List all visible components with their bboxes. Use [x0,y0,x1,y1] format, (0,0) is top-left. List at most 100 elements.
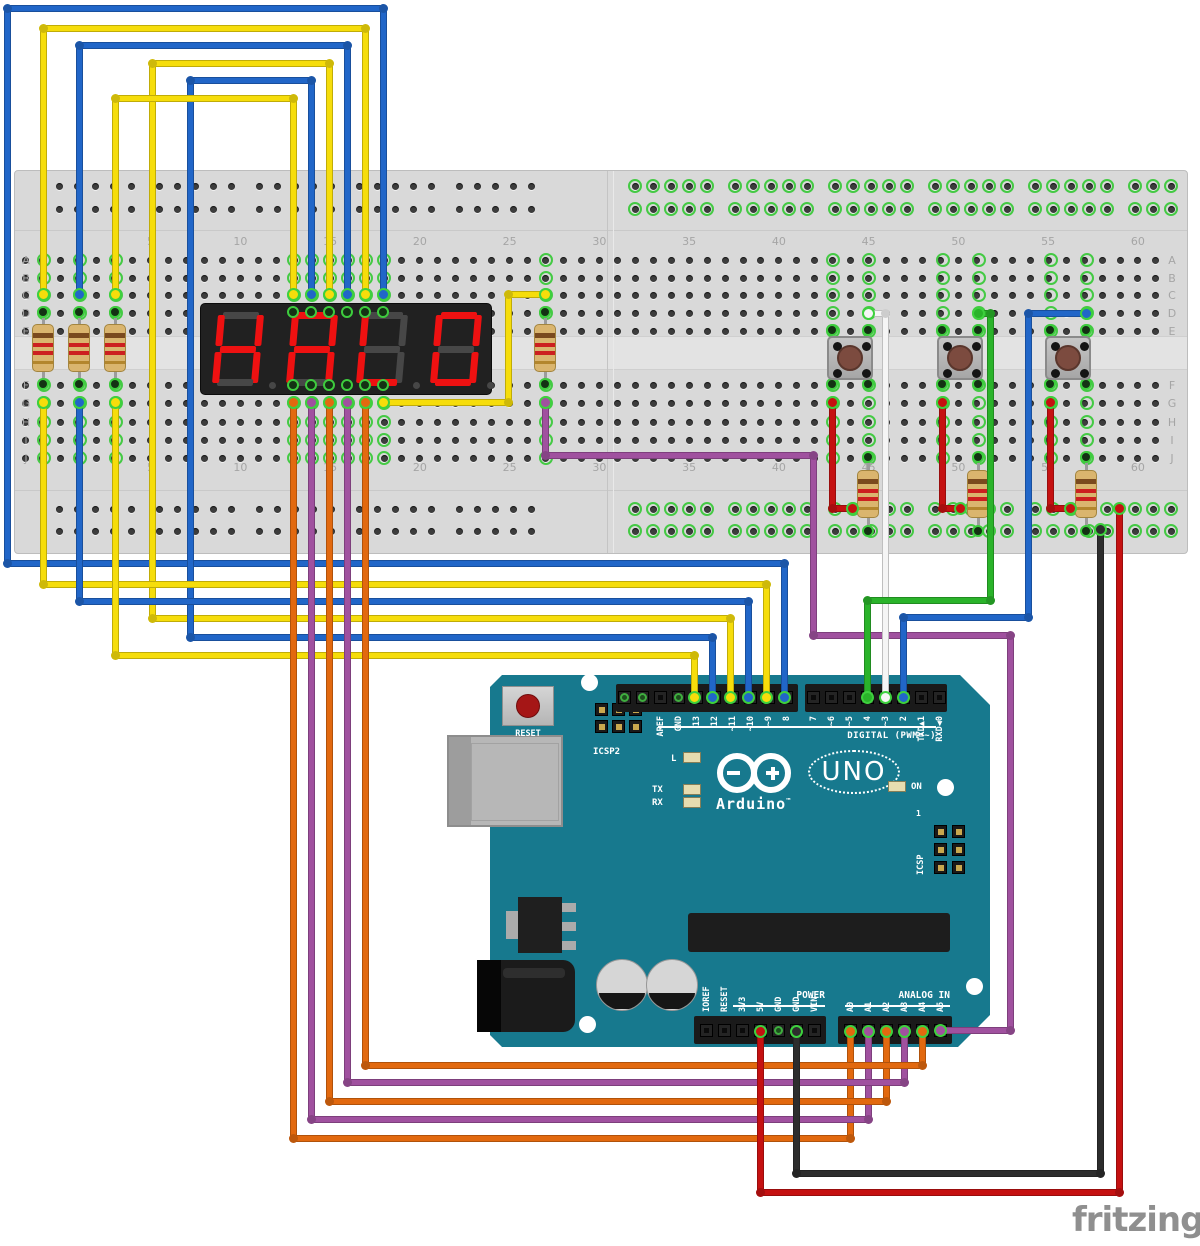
wire-endpoint [879,1024,893,1038]
digital-pin-hole [824,690,838,704]
pin-label: A5 [936,1001,946,1012]
wire-bendpoint [1095,1168,1105,1178]
wire-endpoint [935,395,949,409]
segment-g [293,345,331,353]
wire-segment [1024,309,1090,317]
wire-bendpoint [1045,503,1055,513]
wire-segment [307,76,315,298]
resistor-pin [862,451,874,463]
pushbutton-1[interactable] [827,336,873,380]
resistor-digit-1[interactable] [32,324,54,372]
wire-segment [881,309,889,701]
breadboard-column-label: 10 [233,461,248,474]
voltage-regulator [518,897,562,953]
wire-bendpoint [1005,630,1015,640]
wire-bendpoint [185,75,195,85]
wire-endpoint [1063,501,1077,515]
wire-endpoint [741,690,755,704]
reset-button[interactable] [502,686,554,726]
pin-label: 5V [756,1001,766,1012]
pin-label: 7 [809,716,819,722]
power-silk-line [733,1005,825,1007]
usb-port [447,735,563,827]
wire-endpoint [825,395,839,409]
wire-endpoint [687,690,701,704]
resistor-digit-2[interactable] [68,324,90,372]
wire-bendpoint [110,93,120,103]
wire-segment [39,24,47,298]
wire-bendpoint [845,1133,855,1143]
power-pin-hole [807,1023,821,1037]
wire-segment [726,614,734,701]
arduino-logo-right-circle [751,753,791,793]
analog-header[interactable] [838,1016,952,1044]
button-pin [972,324,984,336]
wire-bendpoint [147,613,157,623]
wire-segment [39,24,369,32]
pin-label: GND [774,996,784,1012]
wire-segment [809,451,817,639]
wire-endpoint [340,287,354,301]
wire-bendpoint [725,613,735,623]
resistor-digit-4[interactable] [534,324,556,372]
digital-caption: DIGITAL (PWM=~) [847,731,936,741]
wire-bendpoint [360,23,370,33]
segment-b [328,315,338,346]
segment-b [398,315,408,346]
wire-endpoint [789,1024,803,1038]
wire-segment [864,309,889,317]
arduino-uno-board[interactable]: RESET ICSP2 DIGITAL (PWM=~) L TX RX Ardu… [447,674,990,1047]
wire-bendpoint [985,308,995,318]
wire-bendpoint [324,58,334,68]
brand-text: Arduino™ [716,795,792,813]
pin-label: ~6 [827,716,837,727]
button-cap [947,345,973,371]
resistor-digit-3[interactable] [104,324,126,372]
digital-pin-hole [914,690,928,704]
wire-segment [111,94,297,102]
button-pin [936,324,948,336]
pin-label: ~5 [845,716,855,727]
segment-f [289,315,299,346]
wire-bendpoint [324,1096,334,1106]
wire-segment [39,580,770,588]
mounting-hole [966,978,983,995]
display-pin [305,306,317,318]
led-tx-label: TX [652,785,663,795]
wire-segment [504,290,549,298]
power-jack [477,960,575,1032]
wire-bendpoint [808,450,818,460]
wire-endpoint [358,395,372,409]
breadboard-column-label: 50 [951,235,966,248]
pin-label: GND [674,716,684,732]
wire-endpoint [860,690,874,704]
wire-segment [186,633,716,641]
wire-segment [3,4,387,12]
breadboard-row-label: C [1168,289,1176,302]
wire-bendpoint [899,1077,909,1087]
display-pin [287,379,299,391]
segment-g [363,345,401,353]
pin-label: 12 [710,716,720,727]
breadboard-column-label: 60 [1130,461,1145,474]
wire-segment [1115,504,1123,1196]
wire-segment [1096,525,1104,1177]
wire-segment [3,4,11,567]
reset-label: RESET [515,729,541,739]
wire-bendpoint [707,632,717,642]
resistor-button-1[interactable] [857,470,879,518]
wire-segment [708,633,716,701]
breadboard-seam [607,171,608,553]
pushbutton-2[interactable] [937,336,983,380]
resistor-pin [862,525,874,537]
pushbutton-3[interactable] [1045,336,1091,380]
wire-endpoint [322,395,336,409]
resistor-button-2[interactable] [967,470,989,518]
mounting-hole [937,779,954,796]
wire-bendpoint [1023,612,1033,622]
breadboard-column-label: 25 [502,461,517,474]
resistor-button-3[interactable] [1075,470,1097,518]
wire-segment [762,580,770,701]
wire-endpoint [108,395,122,409]
